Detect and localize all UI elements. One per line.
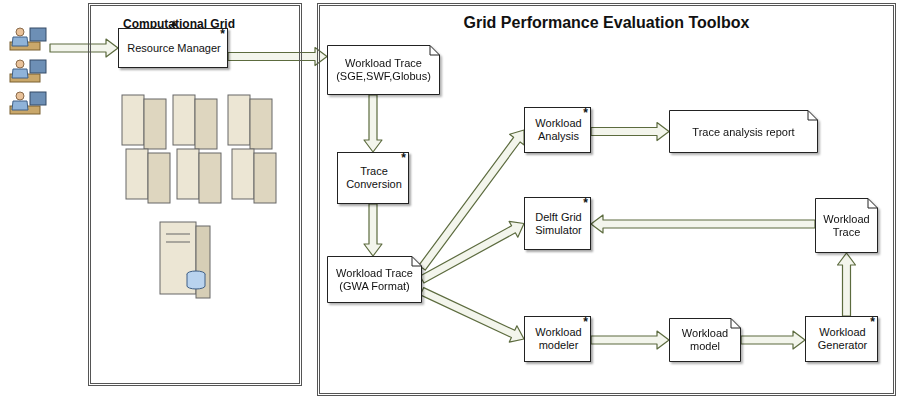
process-box: Trace Conversion*	[337, 152, 409, 204]
process-box: Workload modeler*	[524, 316, 591, 362]
document-box: Workload Trace	[815, 198, 878, 253]
flow-arrow	[364, 204, 382, 256]
group-heading: Grid Performance Evaluation Toolbox	[464, 14, 750, 32]
component-mark: *	[401, 152, 406, 164]
process-box: Resource Manager *	[118, 28, 228, 68]
component-mark: *	[220, 28, 225, 40]
flow-arrow	[420, 288, 524, 343]
box-label: Workload Generator	[811, 326, 874, 352]
document-box: Workload model	[669, 318, 741, 362]
document-box: Trace analysis report	[669, 110, 818, 153]
box-label: Workload Trace (SGE,SWF,Globus)	[332, 57, 435, 83]
box-label: Workload model	[674, 327, 736, 353]
flow-arrow	[838, 253, 856, 316]
process-box: Workload Generator*	[805, 316, 878, 362]
box-label: Trace Conversion	[343, 165, 405, 191]
group-box: Computational GridResource Manager*	[88, 3, 302, 386]
flow-arrow	[228, 48, 327, 66]
flow-arrow	[591, 123, 669, 141]
component-mark: *	[583, 197, 588, 209]
component-mark: *	[870, 316, 875, 328]
box-label: Workload Trace (GWA Format)	[332, 267, 417, 293]
box-label: Workload modeler	[530, 326, 587, 352]
document-box: Workload Trace (SGE,SWF,Globus)	[327, 45, 440, 95]
user-icons	[10, 28, 46, 114]
box-label: Workload Trace	[820, 213, 873, 239]
flow-arrow	[420, 221, 524, 283]
box-label: Trace analysis report	[674, 125, 813, 138]
user-arrow	[50, 39, 118, 57]
box-label: Workload Analysis	[530, 117, 587, 143]
component-mark: *	[583, 107, 588, 119]
box-label: Delft Grid Simulator	[530, 211, 587, 237]
process-box: Delft Grid Simulator *	[524, 197, 591, 250]
group-box: Grid Performance Evaluation ToolboxWorkl…	[317, 3, 896, 396]
flow-arrow	[591, 331, 669, 349]
document-box: Workload Trace (GWA Format)	[327, 256, 422, 303]
process-box: Workload Analysis*	[524, 107, 591, 153]
flow-arrow	[591, 215, 815, 233]
flow-arrow	[741, 331, 805, 349]
component-mark: *	[583, 316, 588, 328]
flow-arrow	[364, 95, 382, 152]
box-label: Resource Manager	[124, 42, 224, 55]
server-racks	[122, 95, 276, 298]
